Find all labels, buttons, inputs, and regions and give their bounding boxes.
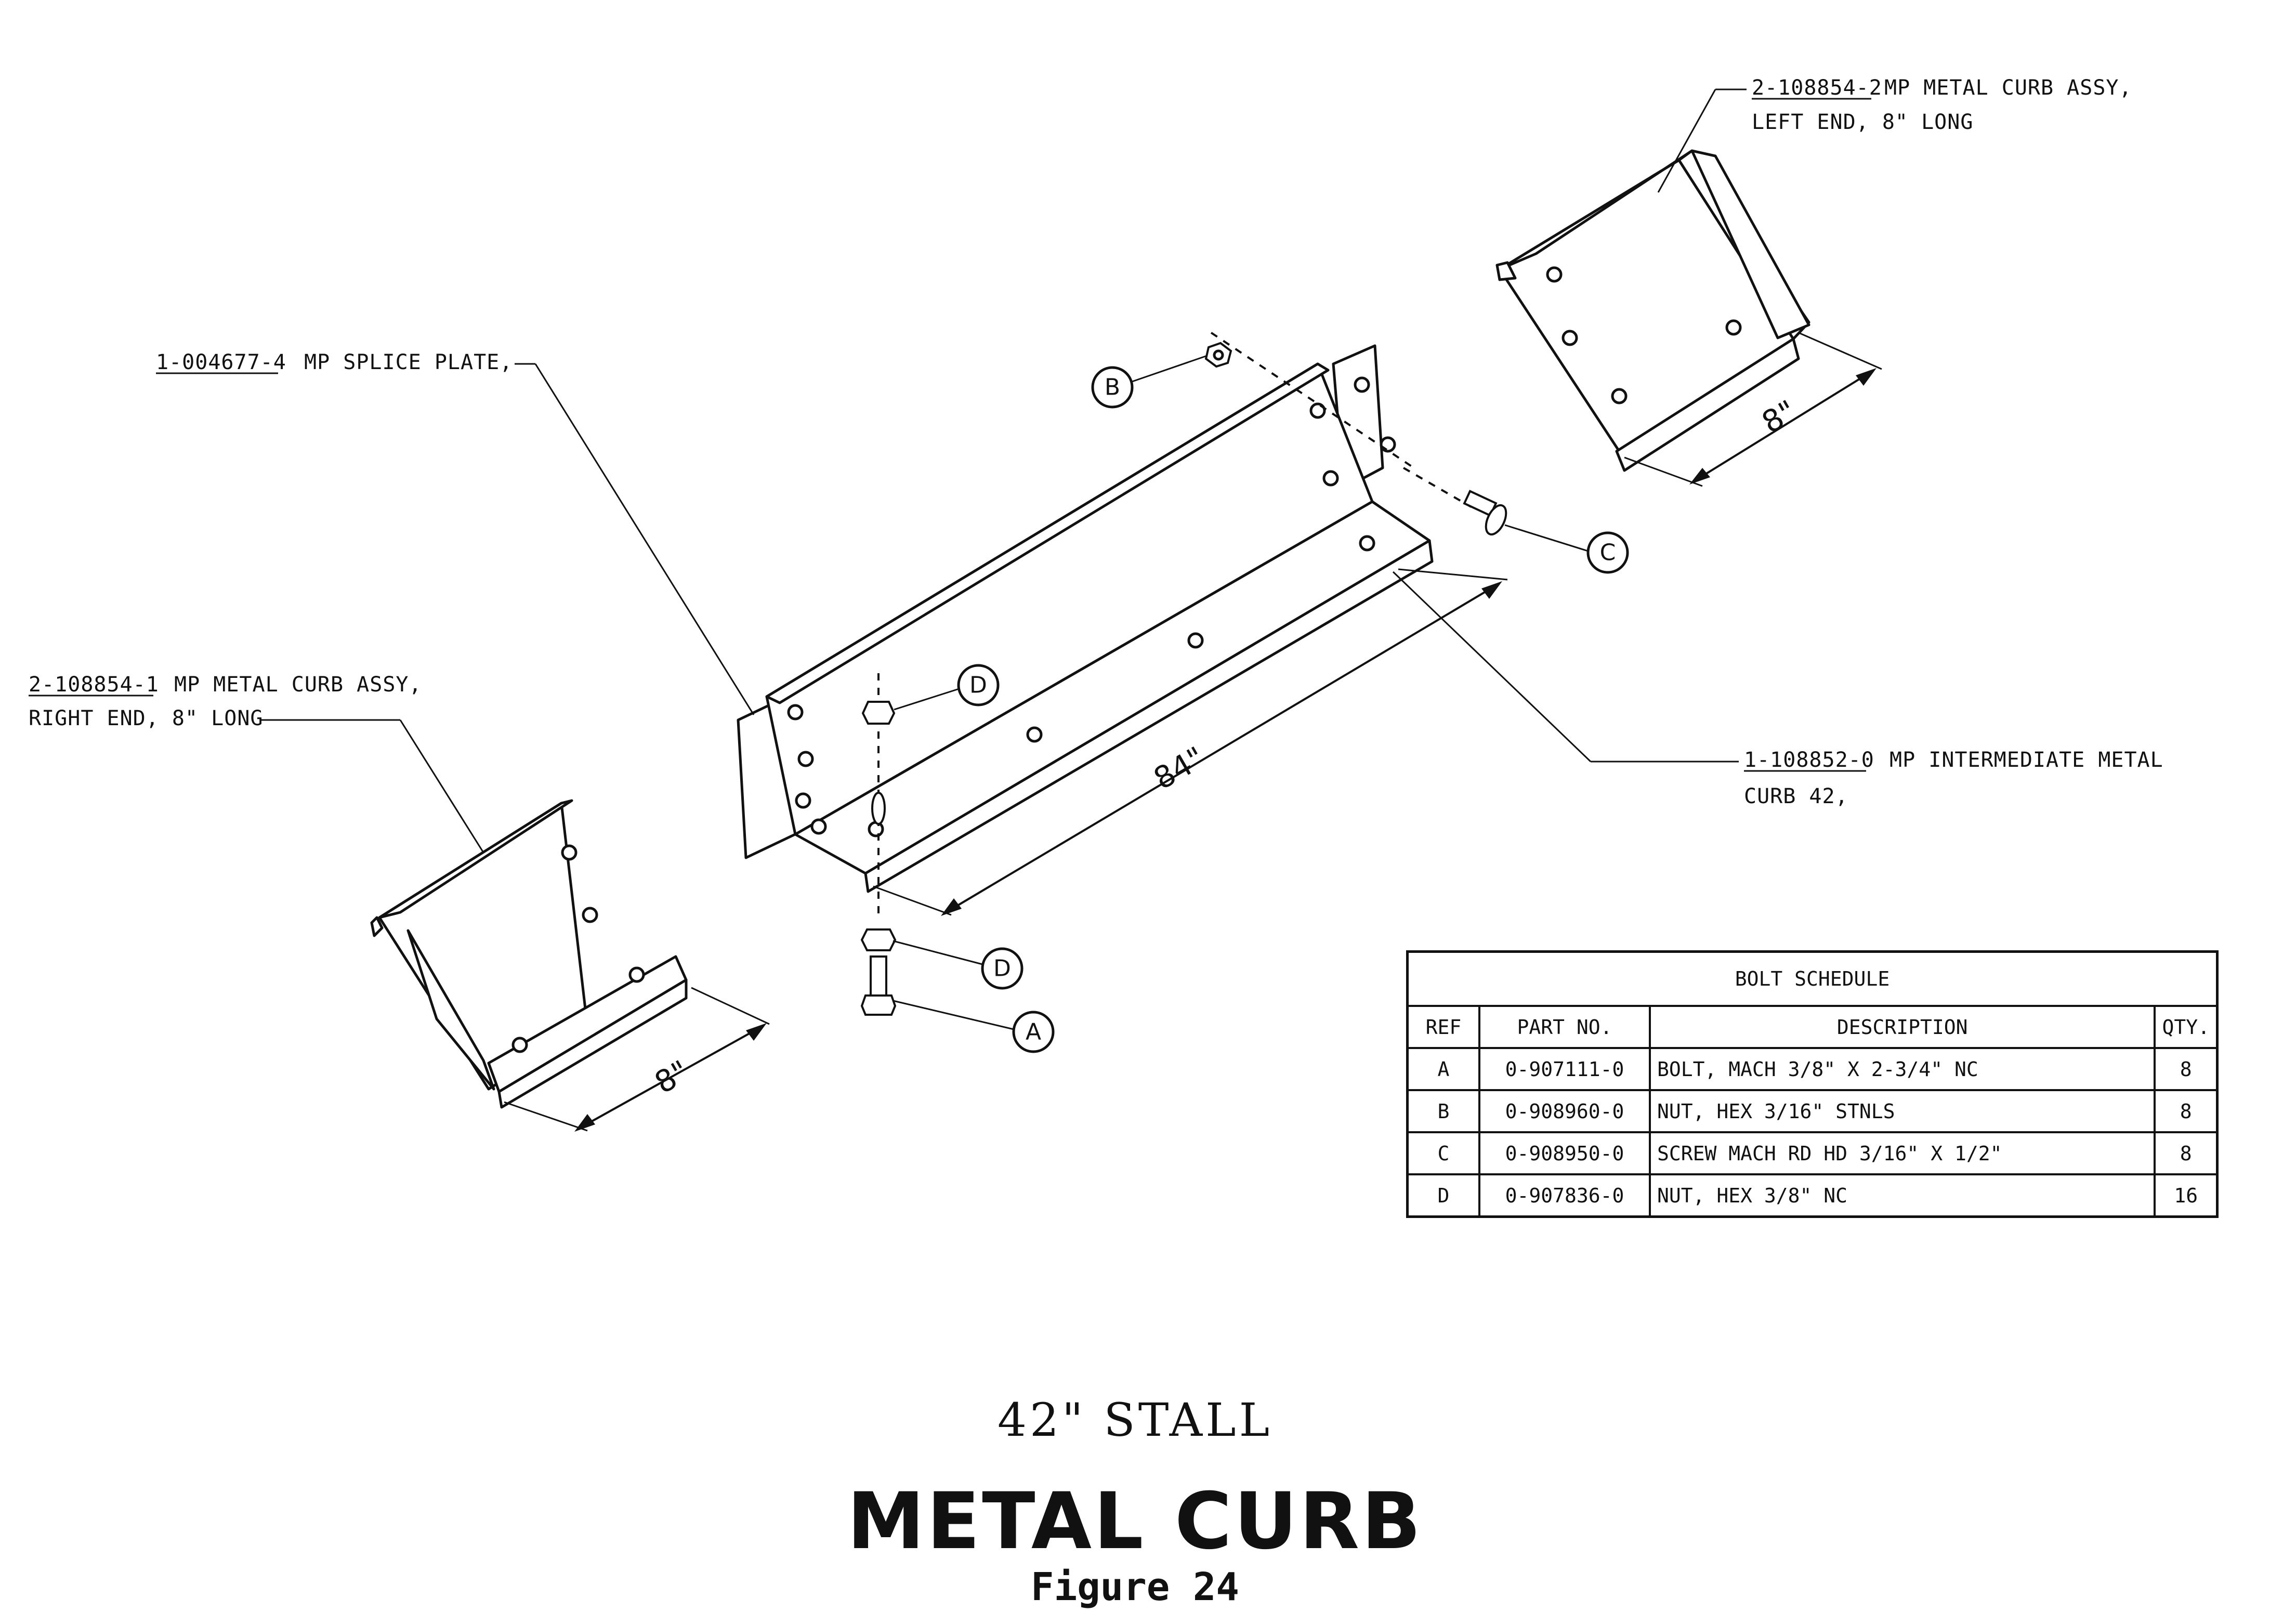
row-description: NUT, HEX 3/16" STNLS [1648, 1089, 2156, 1133]
row-part-no: 0-907836-0 [1478, 1173, 1651, 1218]
right-end-callout: 2-108854-1 MP METAL CURB ASSY, RIGHT END… [29, 673, 484, 853]
bolt-schedule-table: BOLT SCHEDULE REF PART NO. DESCRIPTION Q… [1406, 950, 2219, 1218]
row-part-no: 0-908950-0 [1478, 1131, 1651, 1175]
ref-c-letter: C [1600, 540, 1616, 566]
row-ref: C [1406, 1131, 1480, 1175]
row-ref: D [1406, 1173, 1480, 1218]
ref-d-lower-letter: D [993, 955, 1011, 982]
left-end-description-line2: LEFT END, 8" LONG [1752, 110, 1973, 134]
row-qty: 8 [2154, 1089, 2219, 1133]
bolt-a-nut-d-hardware [860, 673, 897, 1016]
left-end-callout: 2-108854-2 MP METAL CURB ASSY, LEFT END,… [1657, 76, 2132, 193]
ref-bubble-b: B [1091, 355, 1206, 409]
row-part-no: 0-907111-0 [1478, 1047, 1651, 1091]
intermediate-curb-part [737, 344, 1434, 893]
left-end-description-line1: MP METAL CURB ASSY, [1884, 76, 2132, 100]
screw-c-hardware [1403, 467, 1507, 536]
table-row: B 0-908960-0 NUT, HEX 3/16" STNLS 8 [1406, 1089, 2219, 1133]
row-ref: B [1406, 1089, 1480, 1133]
row-qty: 8 [2154, 1131, 2219, 1175]
ref-d-upper-letter: D [969, 672, 987, 699]
column-header-qty: QTY. [2154, 1005, 2219, 1049]
nut-b-hardware [1204, 332, 1415, 469]
row-description: NUT, HEX 3/8" NC [1648, 1173, 2156, 1218]
row-description: BOLT, MACH 3/8" X 2-3/4" NC [1648, 1047, 2156, 1091]
left-end-length-label: 8" [1756, 393, 1802, 440]
row-description: SCREW MACH RD HD 3/16" X 1/2" [1648, 1131, 2156, 1175]
intermediate-part-number: 1-108852-0 [1744, 748, 1874, 772]
ref-bubble-d-lower: D [893, 940, 1024, 990]
intermediate-callout: 1-108852-0 MP INTERMEDIATE METAL CURB 42… [1392, 571, 2163, 808]
splice-plate-description: MP SPLICE PLATE, [304, 350, 513, 374]
ref-a-letter: A [1026, 1019, 1041, 1045]
left-end-curb-part [1495, 149, 1810, 472]
right-end-length-label: 8" [649, 1053, 695, 1101]
table-row: C 0-908950-0 SCREW MACH RD HD 3/16" X 1/… [1406, 1131, 2219, 1175]
column-header-description: DESCRIPTION [1648, 1005, 2156, 1049]
ref-bubble-a: A [893, 1000, 1055, 1053]
ref-bubble-c: C [1504, 524, 1629, 574]
intermediate-description-line1: MP INTERMEDIATE METAL [1890, 748, 2163, 772]
row-qty: 16 [2154, 1173, 2219, 1218]
right-end-curb-part [370, 799, 688, 1109]
column-header-ref: REF [1406, 1005, 1480, 1049]
right-end-description-line1: MP METAL CURB ASSY, [174, 673, 422, 697]
splice-plate-part-number: 1-004677-4 [156, 350, 286, 374]
table-row: D 0-907836-0 NUT, HEX 3/8" NC 16 [1406, 1173, 2219, 1218]
table-row: A 0-907111-0 BOLT, MACH 3/8" X 2-3/4" NC… [1406, 1047, 2219, 1091]
row-ref: A [1406, 1047, 1480, 1091]
column-header-part-no: PART NO. [1478, 1005, 1651, 1049]
ref-b-letter: B [1105, 374, 1120, 401]
ref-bubble-d-upper: D [894, 664, 1000, 711]
bolt-schedule-title: BOLT SCHEDULE [1406, 950, 2219, 1007]
row-qty: 8 [2154, 1047, 2219, 1091]
right-end-description-line2: RIGHT END, 8" LONG [29, 706, 263, 730]
drawing-title: METAL CURB [847, 1476, 1423, 1567]
left-end-part-number: 2-108854-2 [1752, 76, 1882, 100]
splice-plate-callout: 1-004677-4 MP SPLICE PLATE, [156, 350, 755, 715]
intermediate-description-line2: CURB 42, [1744, 784, 1848, 808]
right-end-part-number: 2-108854-1 [29, 673, 159, 697]
drawing-subtitle: 42" STALL [997, 1393, 1273, 1447]
figure-number: Figure 24 [1031, 1565, 1239, 1609]
row-part-no: 0-908960-0 [1478, 1089, 1651, 1133]
